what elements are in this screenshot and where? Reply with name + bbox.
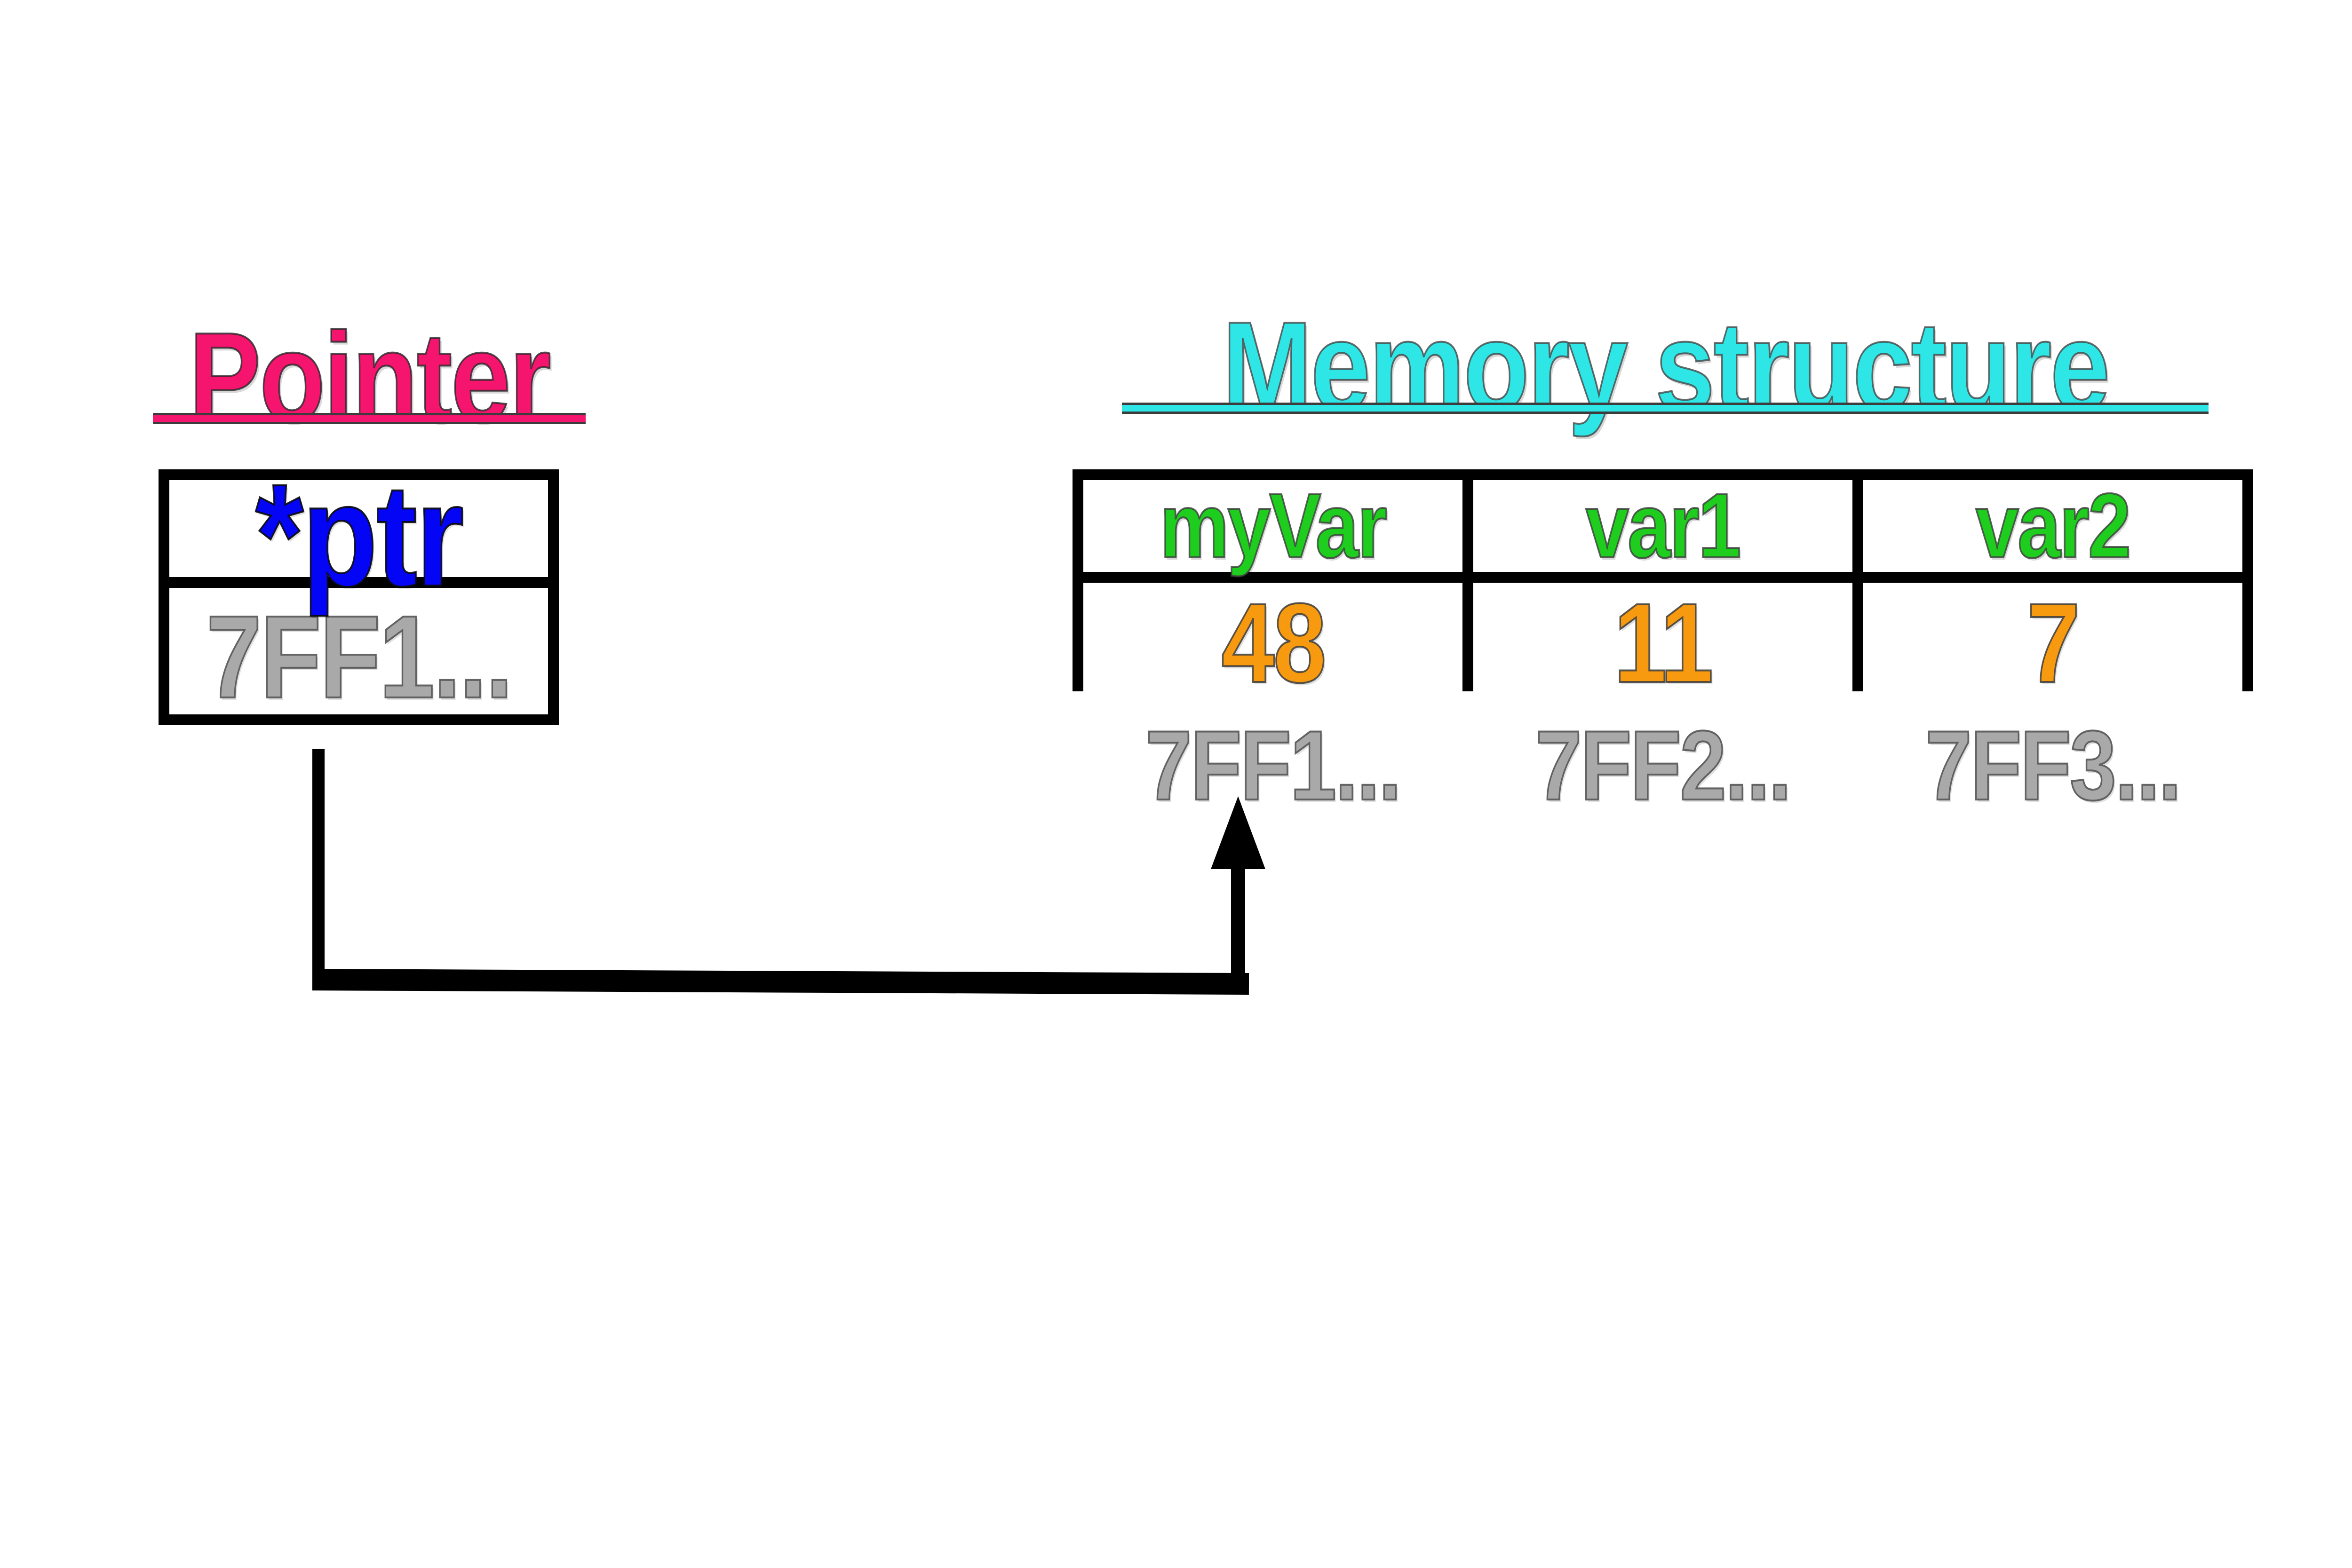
memory-header-text-myvar: myVar xyxy=(1159,475,1388,577)
memory-title-underline xyxy=(1122,403,2209,414)
pointer-title-underline xyxy=(153,413,586,424)
memory-value-text-var1: 11 xyxy=(1613,580,1715,706)
memory-value-text-myvar: 48 xyxy=(1220,580,1327,706)
address-label-var1: 7FF2... xyxy=(1473,710,1852,821)
arrow-horizontal-segment xyxy=(312,969,1249,995)
memory-header-cell-var2: var2 xyxy=(1863,475,2242,577)
pointer-address-text: 7FF1... xyxy=(205,591,514,722)
memory-value-cell-var2: 7 xyxy=(1863,580,2242,706)
memory-header-cell-var1: var1 xyxy=(1473,475,1852,577)
memory-header-cell-myvar: myVar xyxy=(1083,475,1462,577)
address-text-var1: 7FF2... xyxy=(1534,710,1792,821)
memory-header-text-var1: var1 xyxy=(1585,475,1742,577)
pointer-name-cell: *ptr xyxy=(159,461,559,609)
pointer-name-text: *ptr xyxy=(254,453,465,617)
address-text-myvar: 7FF1... xyxy=(1144,710,1402,821)
memory-header-text-var2: var2 xyxy=(1975,475,2132,577)
pointer-address-cell: 7FF1... xyxy=(159,577,559,725)
memory-value-cell-var1: 11 xyxy=(1473,580,1852,706)
address-label-myvar: 7FF1... xyxy=(1083,710,1462,821)
memory-table: myVar var1 var2 48 11 7 xyxy=(1073,469,2253,700)
memory-value-cell-myvar: 48 xyxy=(1083,580,1462,706)
address-text-var2: 7FF3... xyxy=(1924,710,2182,821)
memory-value-text-var2: 7 xyxy=(2026,580,2081,706)
pointer-box: *ptr 7FF1... xyxy=(159,461,559,725)
address-label-var2: 7FF3... xyxy=(1863,710,2242,821)
